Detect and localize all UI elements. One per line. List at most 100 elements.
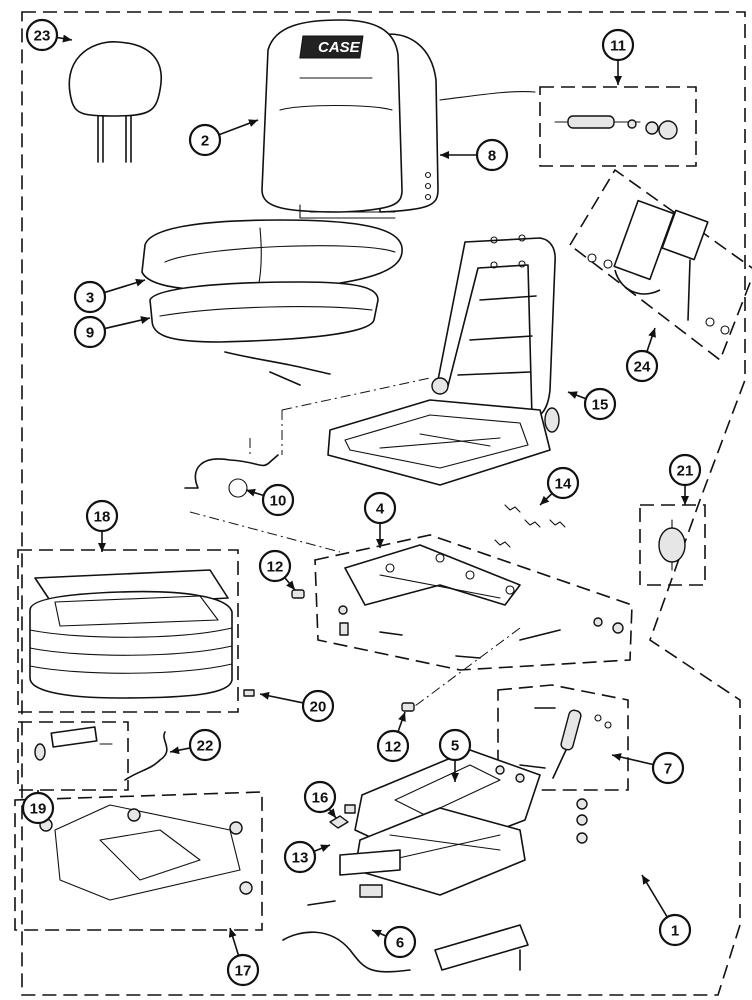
callout-circle xyxy=(283,840,317,874)
fastener-20 xyxy=(243,689,255,697)
callout-circle xyxy=(85,499,119,533)
callout-c17-arrowhead xyxy=(228,928,237,938)
seat-frame xyxy=(327,399,551,486)
callout-circle xyxy=(658,913,692,947)
callout-circle xyxy=(546,466,580,500)
callout-circle xyxy=(73,315,107,349)
callout-circle xyxy=(188,123,222,157)
callout-c8: 8 xyxy=(475,138,509,172)
callout-circle xyxy=(376,729,410,763)
callout-number: 21 xyxy=(677,463,694,480)
assembly-boundary xyxy=(21,11,746,996)
suspension-unit xyxy=(354,749,541,896)
callout-c22-arrowhead xyxy=(170,746,180,755)
group-17-boundary xyxy=(14,791,263,931)
callout-c24: 24 xyxy=(625,349,659,383)
callout-circle xyxy=(625,349,659,383)
callout-c20: 20 xyxy=(301,689,335,723)
gas-spring xyxy=(519,707,612,779)
callout-circle xyxy=(303,780,337,814)
group-11-boundary xyxy=(539,86,697,167)
callout-c13-arrowhead xyxy=(320,844,330,853)
callout-c24-arrowhead xyxy=(648,328,656,338)
callout-c15-arrowhead xyxy=(568,391,578,399)
callout-circle xyxy=(25,18,59,52)
callout-number: 9 xyxy=(86,325,94,342)
callout-c18: 18 xyxy=(85,499,119,533)
group-4-boundary xyxy=(314,534,633,671)
seatback-frame xyxy=(431,234,560,433)
seat-wire xyxy=(224,351,331,386)
callout-number: 1 xyxy=(671,923,679,940)
harness-22 xyxy=(124,731,168,781)
callout-c6-arrowhead xyxy=(372,929,382,938)
callout-number: 19 xyxy=(30,801,47,818)
callout-c1-arrowhead xyxy=(642,875,651,885)
slide-mechanism xyxy=(338,544,624,659)
callout-number: 14 xyxy=(555,476,572,493)
callout-circle xyxy=(73,280,107,314)
callout-number: 18 xyxy=(94,509,111,526)
wire-6 xyxy=(282,931,411,973)
callout-c20-arrowhead xyxy=(260,691,270,700)
callout-number: 20 xyxy=(310,699,327,716)
callout-number: 6 xyxy=(396,935,404,952)
callout-number: 8 xyxy=(488,148,496,165)
group-18-boundary xyxy=(17,549,239,713)
callout-number: 24 xyxy=(634,359,651,376)
callout-c12b-arrowhead xyxy=(398,712,406,722)
callout-number: 4 xyxy=(376,501,385,518)
callout-circle xyxy=(363,491,397,525)
callout-c12a-arrowhead xyxy=(286,580,295,590)
callout-c3: 3 xyxy=(73,280,107,314)
callout-circle xyxy=(258,549,292,583)
callout-c22: 22 xyxy=(188,728,222,762)
bushing-12a xyxy=(291,589,305,599)
callout-c7: 7 xyxy=(651,751,685,785)
group-19-boundary xyxy=(17,721,129,791)
callout-number: 15 xyxy=(592,397,609,414)
callout-c7-arrowhead xyxy=(612,753,622,761)
callout-c17: 17 xyxy=(226,953,260,987)
callout-c18-arrowhead xyxy=(98,543,106,552)
callout-c1: 1 xyxy=(658,913,692,947)
bushing-12b xyxy=(401,702,415,712)
callout-number: 13 xyxy=(292,850,309,867)
callout-c16-arrowhead xyxy=(327,808,336,818)
callout-c5-arrowhead xyxy=(451,773,459,782)
callout-number: 12 xyxy=(267,559,284,576)
lumbar-pump xyxy=(658,519,686,571)
callout-c10: 10 xyxy=(261,483,295,517)
callout-number: 3 xyxy=(86,290,94,307)
callout-number: 10 xyxy=(270,493,287,510)
headrest xyxy=(68,41,162,163)
callout-c6: 6 xyxy=(383,925,417,959)
callout-circle xyxy=(651,751,685,785)
rail-assembly xyxy=(307,849,529,971)
callout-circle xyxy=(188,728,222,762)
callout-c23-arrowhead xyxy=(62,34,72,43)
belt-pointer-line xyxy=(439,91,536,101)
callout-number: 12 xyxy=(385,739,402,756)
callout-c3-arrowhead xyxy=(135,278,145,287)
callout-circle xyxy=(301,689,335,723)
callout-c4-arrowhead xyxy=(376,539,384,548)
callout-c21-arrowhead xyxy=(681,496,689,505)
leader-lines xyxy=(189,377,521,707)
callout-circle xyxy=(261,483,295,517)
callout-c9: 9 xyxy=(73,315,107,349)
callout-number: 22 xyxy=(197,738,214,755)
springs xyxy=(494,504,566,548)
callout-c21: 21 xyxy=(668,453,702,487)
suspension-base xyxy=(39,804,253,901)
callout-circle xyxy=(583,387,617,421)
callout-c12b: 12 xyxy=(376,729,410,763)
callout-c16: 16 xyxy=(303,780,337,814)
callout-c10-arrowhead xyxy=(246,488,256,497)
seat-pan xyxy=(149,281,379,343)
callout-c4: 4 xyxy=(363,491,397,525)
callout-number: 16 xyxy=(312,790,329,807)
callout-c14-arrowhead xyxy=(540,495,550,505)
callout-circle xyxy=(21,791,55,825)
